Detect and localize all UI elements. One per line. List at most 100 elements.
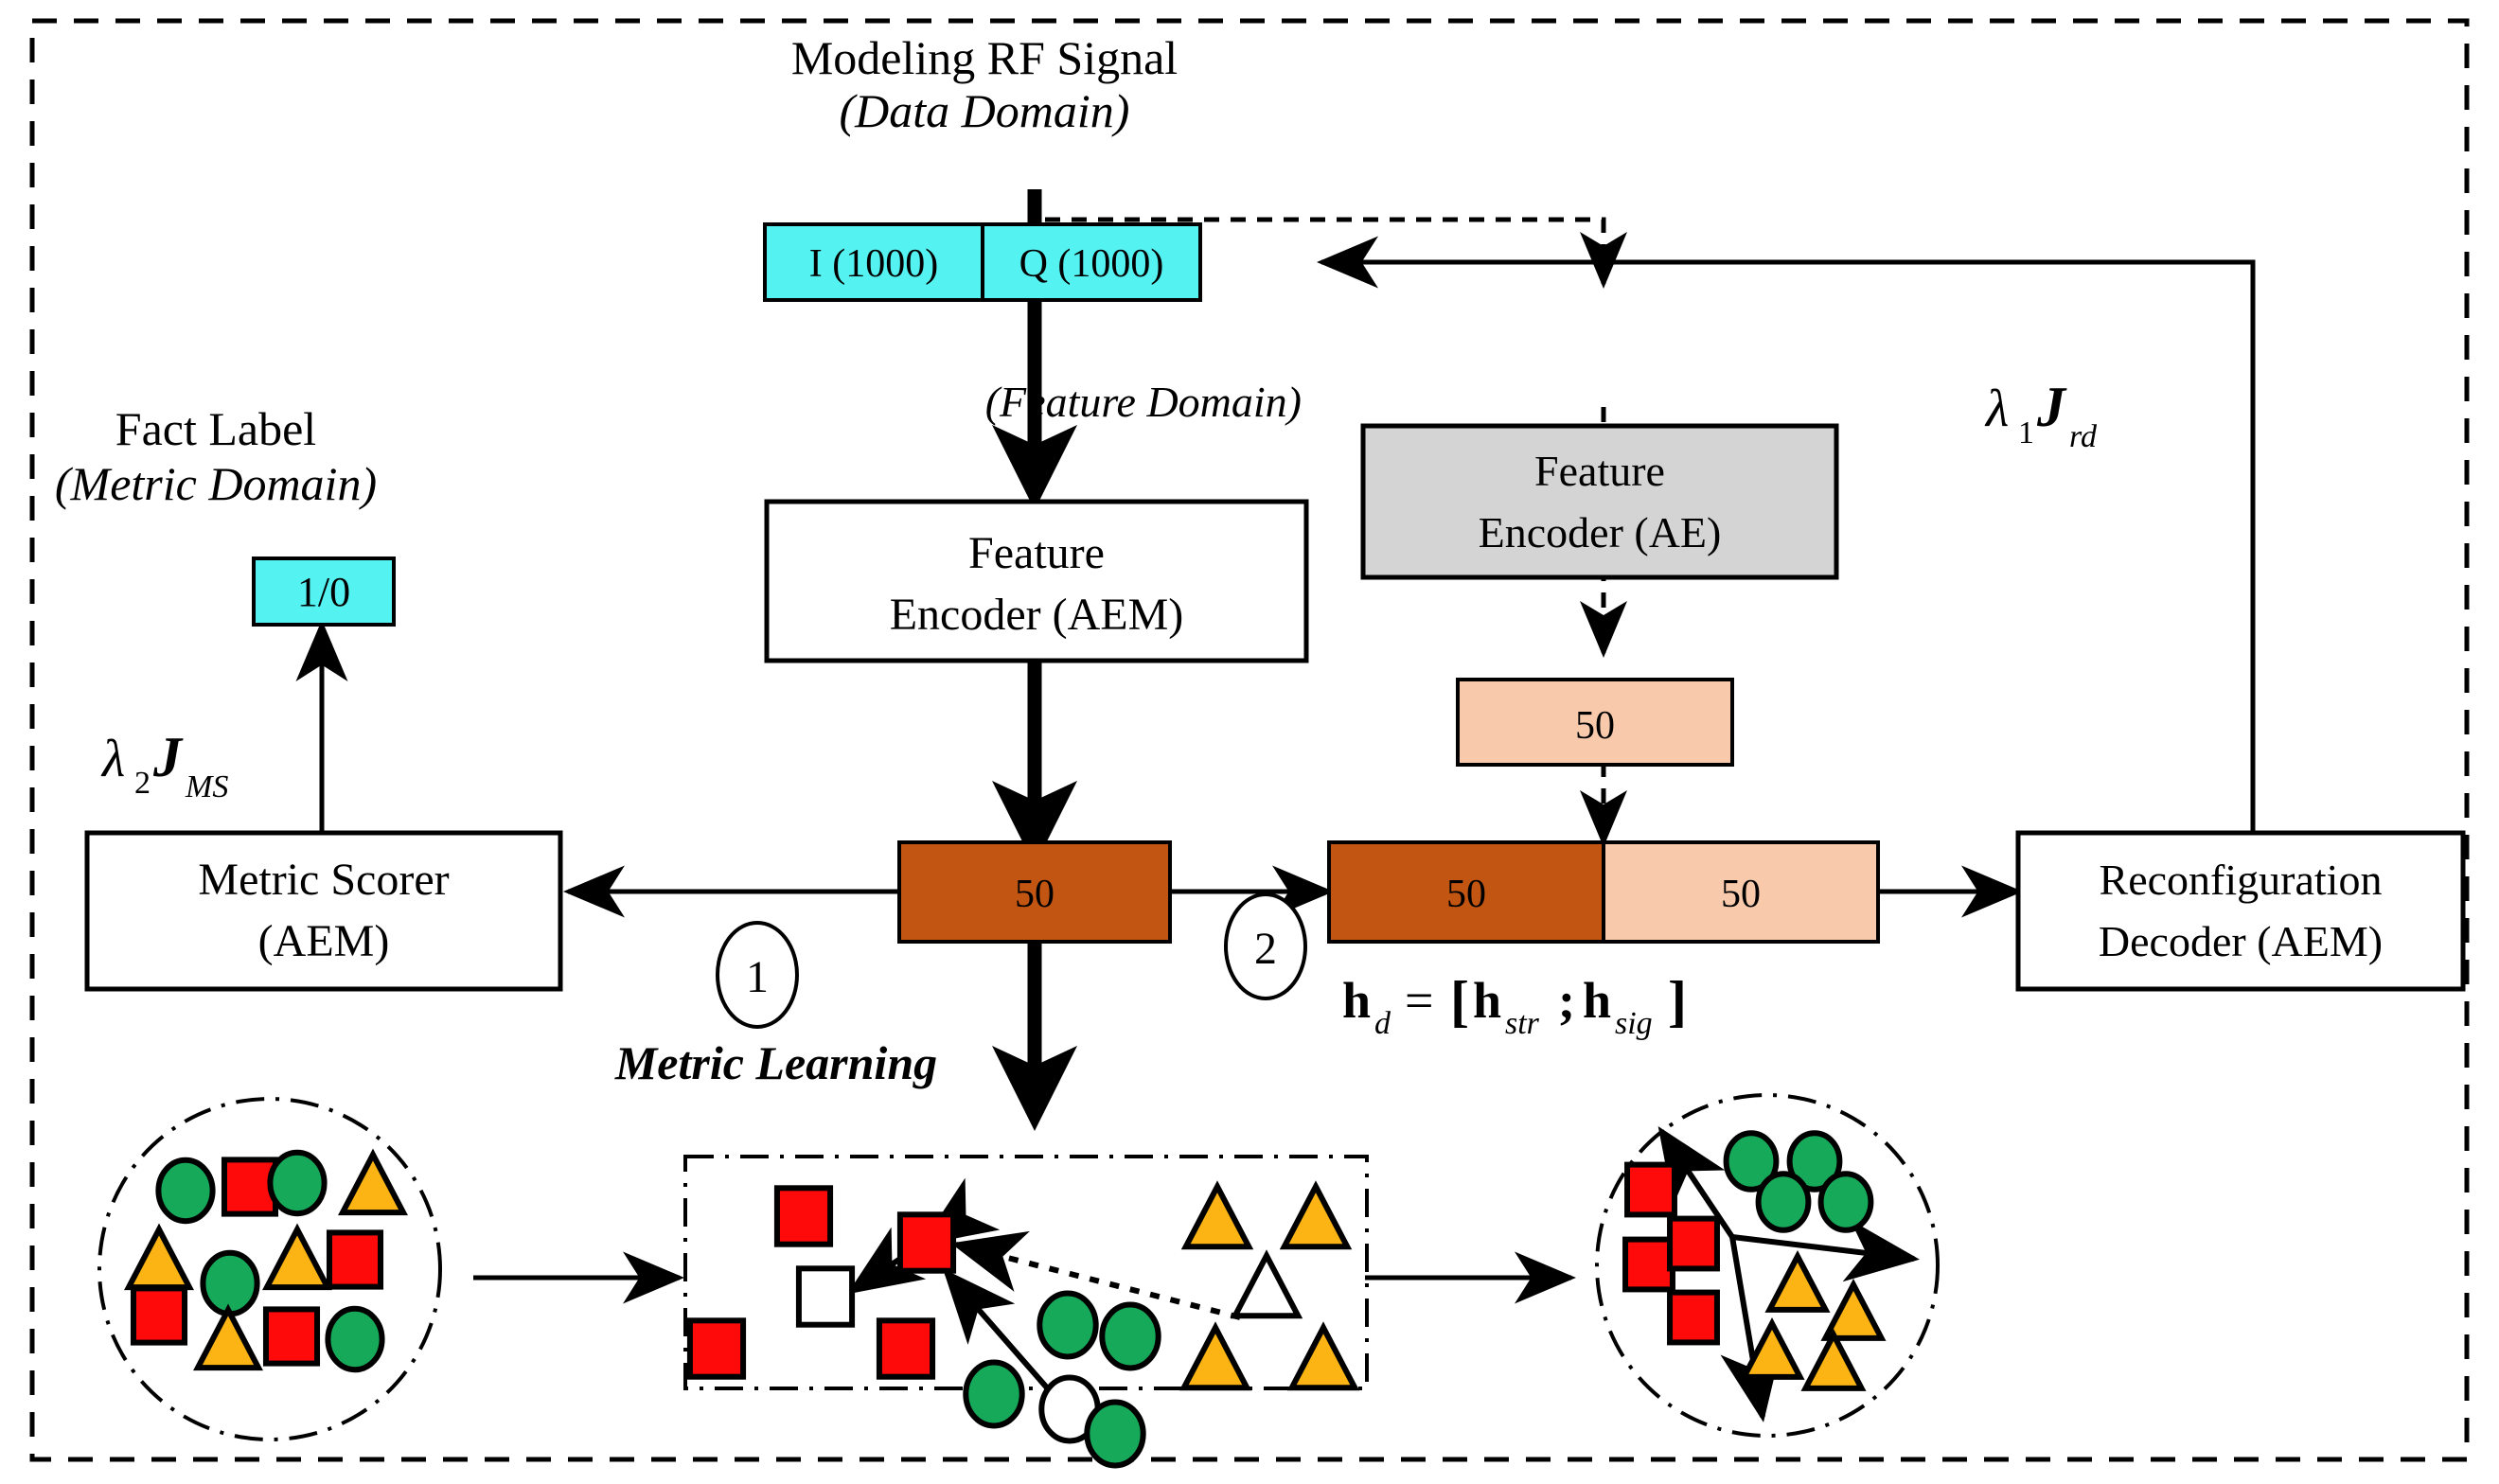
- step-marker-1-outline: [716, 921, 799, 1029]
- cluster-shape-circle: [325, 1305, 385, 1373]
- loss-left-j: J: [152, 726, 184, 788]
- cluster-shape-square: [1667, 1215, 1720, 1272]
- step-marker-2-outline: [1224, 892, 1307, 1000]
- cluster-shape-triangle: [1820, 1278, 1887, 1341]
- cluster-shape-circle: [1099, 1301, 1161, 1371]
- right-cluster-shapes: [1622, 1130, 1887, 1391]
- left-cluster-shapes: [124, 1148, 408, 1373]
- metric-learning-label: Metric Learning: [614, 1036, 937, 1089]
- fact-label-block: [252, 556, 396, 627]
- feature-encoder-aem-line2: Encoder (AEM): [890, 590, 1184, 640]
- feature-encoder-aem-box: [764, 499, 1309, 663]
- cluster-shape-triangle: [1180, 1180, 1254, 1250]
- cluster-shape-circle: [963, 1359, 1025, 1429]
- cluster-shape-circle: [155, 1157, 216, 1225]
- cluster-shape-circle: [1723, 1130, 1780, 1192]
- hd-h2: h: [1583, 972, 1611, 1029]
- separator-arrow-down: [1720, 1236, 1782, 1422]
- hd-h1: h: [1473, 972, 1501, 1029]
- feature-encoder-ae-box: [1360, 423, 1839, 580]
- cluster-shape-square: [1622, 1236, 1675, 1293]
- loss-left-lambda: λ: [100, 730, 125, 788]
- metric-embed-50-box: [897, 840, 1172, 944]
- feature-encoder-ae-line1: Feature: [1534, 447, 1665, 495]
- loss-left-lambda-sub: 2: [134, 766, 151, 801]
- title-top-line1: Modeling RF Signal: [791, 31, 1178, 84]
- cluster-shape-triangle: [262, 1223, 332, 1291]
- iq-q-label: Q (1000): [1019, 242, 1164, 286]
- cluster-shape-triangle: [1286, 1321, 1360, 1391]
- cluster-shape-circle: [1817, 1171, 1874, 1233]
- cluster-shape-triangle: [1800, 1328, 1867, 1391]
- ae-hidden-50-label: 50: [1575, 704, 1615, 748]
- cluster-shape-square: [686, 1317, 747, 1380]
- cluster-shape-triangle: [1764, 1249, 1831, 1313]
- reconfiguration-decoder-box: [2015, 830, 2466, 992]
- hd-h2-sub: sig: [1615, 1006, 1653, 1041]
- cluster-shape-circle: [267, 1149, 328, 1217]
- metric-scorer-box: [84, 830, 563, 992]
- iq-i-label: I (1000): [809, 242, 938, 286]
- loss-right-lambda: λ: [1984, 380, 2009, 438]
- title-left-line2: (Metric Domain): [55, 457, 377, 510]
- cluster-shape-triangle: [338, 1148, 408, 1216]
- hd-formula: h d = [ h str ; h sig ]: [1342, 970, 1687, 1041]
- cluster-shape-triangle: [1179, 1321, 1252, 1391]
- separator-arrow-upleft: [1657, 1126, 1735, 1239]
- cluster-shape-square: [896, 1211, 957, 1274]
- hd-rbracket: ]: [1668, 970, 1687, 1033]
- cluster-shape-triangle: [1739, 1316, 1805, 1380]
- hd-sig-50-label: 50: [1721, 873, 1761, 916]
- loss-right-lambda-sub: 1: [2018, 415, 2034, 450]
- cluster-shape-square: [221, 1157, 279, 1217]
- right-cluster-boundary: [1595, 1093, 1940, 1438]
- cluster-shape-square: [876, 1317, 936, 1380]
- cluster-shape-square: [326, 1229, 384, 1290]
- ae-hidden-50-box: [1456, 678, 1734, 767]
- arrow-pull-white-circle-to-red: [943, 1268, 1061, 1403]
- cluster-shape-circle: [1037, 1290, 1099, 1360]
- feature-encoder-aem-line1: Feature: [968, 528, 1105, 578]
- metric-scorer-line1: Metric Scorer: [198, 855, 449, 905]
- loss-right-j: J: [2036, 376, 2067, 438]
- cluster-shape-triangle: [1279, 1180, 1353, 1250]
- fact-label-value: 1/0: [297, 569, 350, 615]
- cluster-shape-circle: [1084, 1399, 1146, 1469]
- cluster-shape-circle: [1755, 1171, 1812, 1233]
- cluster-shape-square: [262, 1306, 321, 1367]
- step-marker-2-label: 2: [1254, 924, 1277, 974]
- edge-decoder-to-iq-feedback: [1317, 236, 2256, 833]
- metric-embed-50-label: 50: [1015, 873, 1055, 916]
- cluster-shape-circle: [200, 1249, 260, 1317]
- cluster-shape-triangle: [1230, 1249, 1303, 1319]
- separator-arrow-right: [1731, 1219, 1920, 1282]
- hd-h1-sub: str: [1505, 1006, 1540, 1041]
- cluster-shape-triangle: [193, 1303, 263, 1371]
- step-marker-1-label: 1: [746, 952, 769, 1002]
- title-left-line1: Fact Label: [115, 402, 316, 455]
- outer-dashed-frame: [29, 18, 2470, 1462]
- loss-left-j-sub: MS: [185, 769, 228, 804]
- feature-domain-label: (Feature Domain): [985, 378, 1302, 426]
- cluster-shape-square: [130, 1285, 188, 1346]
- loss-right-j-sub: rd: [2069, 419, 2098, 454]
- reconfiguration-decoder-line1: Reconfiguration: [2100, 856, 2383, 904]
- hd-lbracket: [: [1450, 970, 1469, 1033]
- hd-str-50-label: 50: [1446, 873, 1486, 916]
- hd-semicolon: ;: [1558, 972, 1575, 1029]
- cluster-shape-square: [773, 1185, 834, 1247]
- hd-h-sub: d: [1374, 1006, 1391, 1041]
- cluster-shape-square: [795, 1265, 856, 1328]
- reconfiguration-decoder-line2: Decoder (AEM): [2099, 917, 2383, 965]
- hd-h: h: [1342, 972, 1371, 1029]
- loss-term-metric: λ 2 J MS: [100, 726, 228, 804]
- cluster-shape-triangle: [124, 1223, 194, 1291]
- arrow-push-white-triangle-to-red: [950, 1230, 1241, 1320]
- title-top-line2: (Data Domain): [840, 84, 1130, 137]
- cluster-shape-square: [1624, 1161, 1677, 1218]
- hd-sig-50-box: [1602, 840, 1880, 944]
- cluster-shape-square: [1667, 1289, 1720, 1346]
- cluster-shape-circle: [1786, 1130, 1843, 1192]
